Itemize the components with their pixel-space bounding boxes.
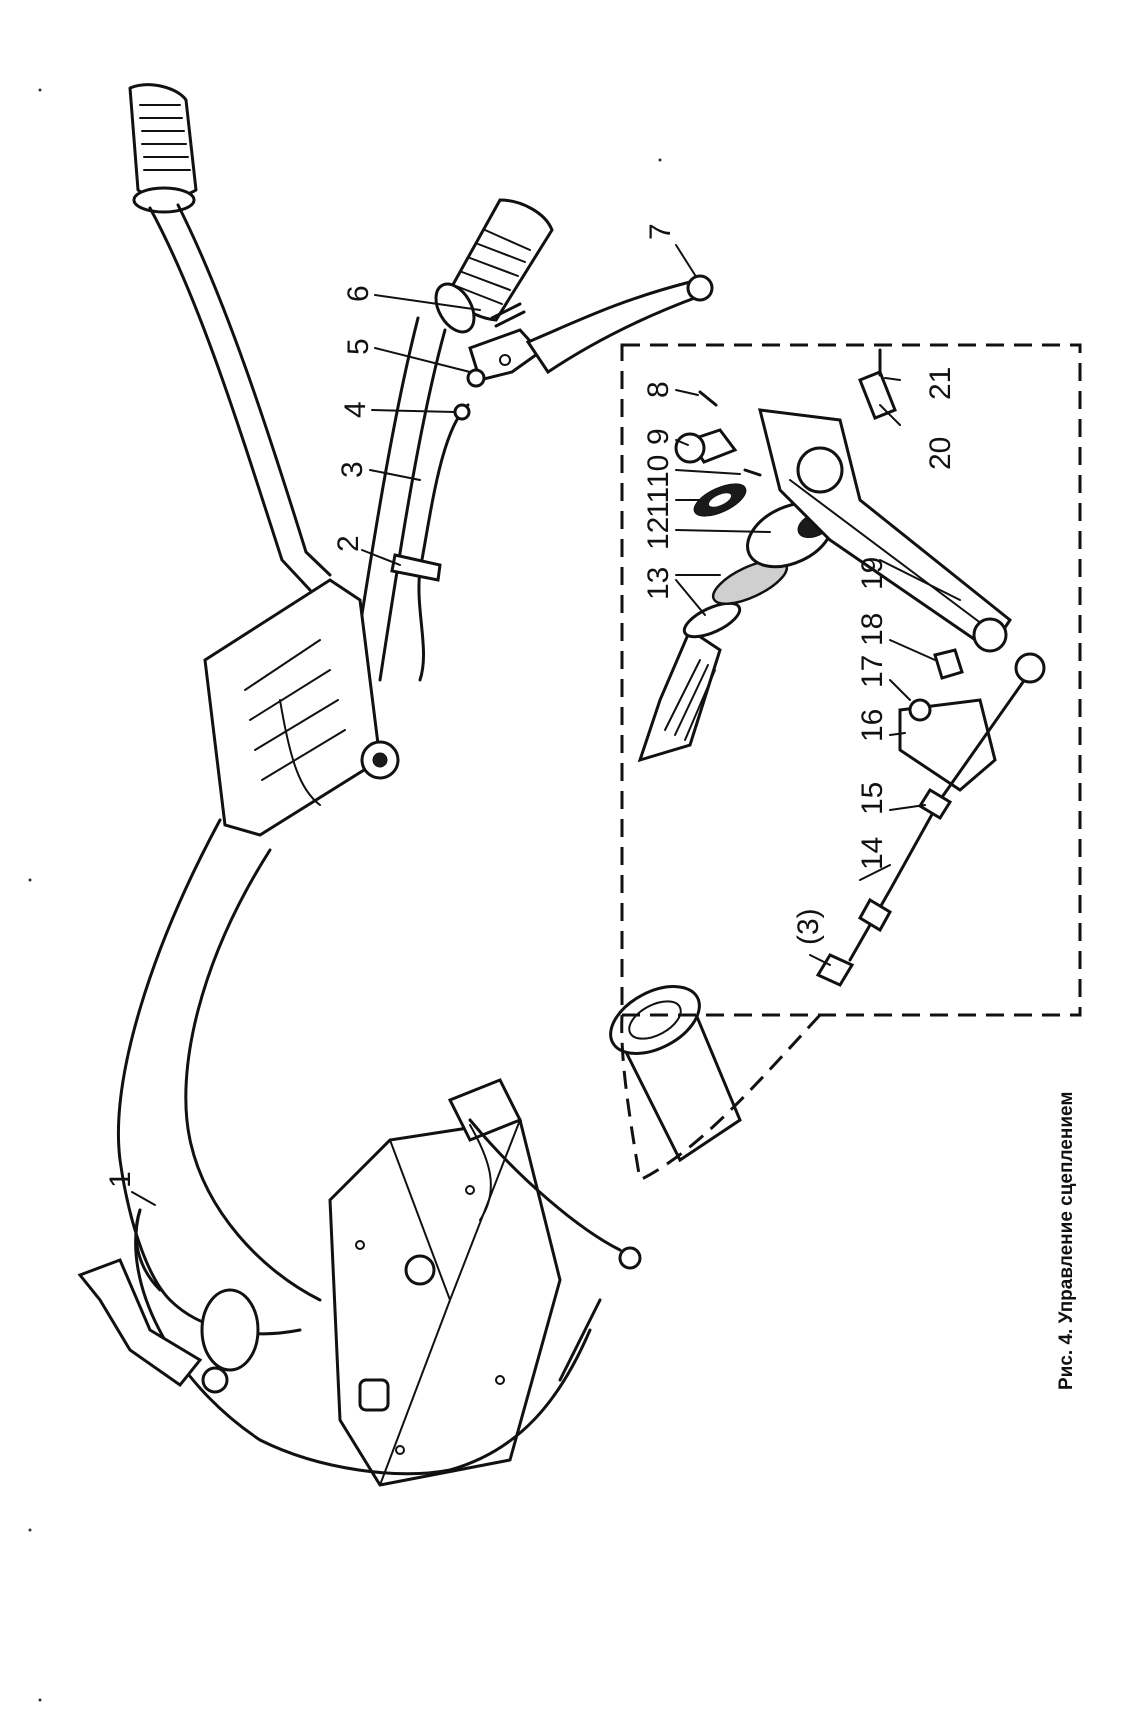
callout-19: 19 bbox=[856, 557, 889, 590]
gearbox-housing bbox=[328, 1118, 562, 1487]
right-grip bbox=[434, 198, 554, 334]
callout-20: 20 bbox=[924, 437, 957, 470]
callout-21: 21 bbox=[924, 367, 957, 400]
leader-lines bbox=[131, 244, 961, 1206]
inset-parts bbox=[637, 348, 1046, 987]
callout-18: 18 bbox=[856, 613, 889, 646]
callout-2: 2 bbox=[332, 535, 365, 552]
callout-3: 3 bbox=[336, 461, 369, 478]
callout-17: 17 bbox=[856, 655, 889, 688]
callout-1: 1 bbox=[104, 1171, 137, 1188]
scan-specks bbox=[28, 88, 662, 1702]
inset-frame bbox=[620, 343, 1082, 1182]
callout-3-inset: (3) bbox=[792, 908, 825, 945]
callout-9: 9 bbox=[642, 428, 675, 445]
callout-13: 13 bbox=[642, 567, 675, 600]
callout-8: 8 bbox=[642, 381, 675, 398]
frame-tube bbox=[116, 818, 322, 1336]
callout-12: 12 bbox=[642, 517, 675, 550]
handlebar-mount-plate bbox=[203, 578, 400, 837]
callout-16: 16 bbox=[856, 709, 889, 742]
lower-lever bbox=[77, 1258, 260, 1394]
cable-1 bbox=[134, 1208, 592, 1476]
release-assembly bbox=[447, 1078, 642, 1382]
shaft-tube bbox=[609, 985, 742, 1163]
callout-5: 5 bbox=[342, 338, 375, 355]
handlebar bbox=[128, 83, 714, 692]
callout-14: 14 bbox=[856, 837, 889, 870]
callout-7: 7 bbox=[644, 223, 677, 240]
callout-11: 11 bbox=[642, 487, 675, 518]
callout-10: 10 bbox=[642, 455, 675, 488]
callout-6: 6 bbox=[342, 285, 375, 302]
left-grip bbox=[128, 83, 198, 214]
figure-caption: Рис. 4. Управление сцеплением bbox=[1056, 1092, 1077, 1390]
callout-labels: 1 2 3 4 5 6 7 8 9 10 11 12 13 14 15 16 1… bbox=[104, 223, 957, 1188]
callout-4: 4 bbox=[339, 401, 372, 418]
callout-15: 15 bbox=[856, 782, 889, 815]
